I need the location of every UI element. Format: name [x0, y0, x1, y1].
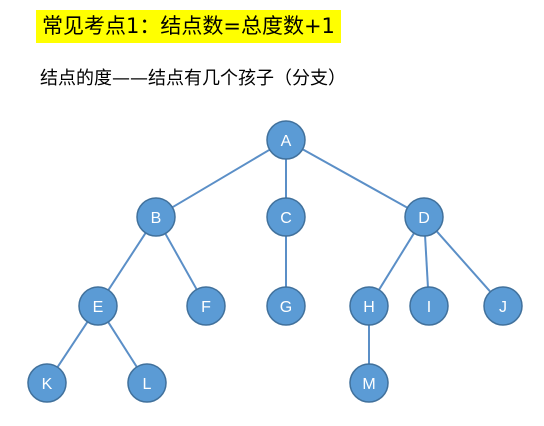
node-f-circle [186, 286, 226, 326]
node-h-label: H [363, 299, 375, 316]
node-m-circle [349, 363, 389, 403]
node-f-label: F [201, 299, 211, 316]
node-i-label: I [427, 299, 431, 316]
tree-edges [56, 148, 492, 368]
node-a-circle [266, 120, 306, 160]
tree-node-c: C [266, 197, 306, 237]
tree-node-j: J [483, 286, 523, 326]
tree-node-i: I [409, 286, 449, 326]
edge-a-b [171, 148, 271, 209]
tree-node-l: L [127, 363, 167, 403]
node-b-label: B [151, 210, 162, 227]
page-title: 常见考点1：结点数=总度数+1 [36, 10, 341, 43]
node-g-label: G [280, 299, 292, 316]
edge-d-h [378, 232, 415, 291]
node-j-label: J [499, 299, 507, 316]
node-d-label: D [418, 210, 430, 227]
tree-node-a: A [266, 120, 306, 160]
node-l-label: L [143, 376, 152, 393]
node-k-circle [27, 363, 67, 403]
edge-b-e [107, 232, 147, 291]
tree-node-f: F [186, 286, 226, 326]
tree-node-d: D [404, 197, 444, 237]
tree-node-h: H [349, 286, 389, 326]
page-subtitle: 结点的度——结点有几个孩子（分支） [40, 68, 346, 89]
node-d-circle [404, 197, 444, 237]
node-e-circle [78, 286, 118, 326]
node-g-circle [266, 286, 306, 326]
tree-node-k: K [27, 363, 67, 403]
node-b-circle [136, 197, 176, 237]
edge-a-d [302, 148, 408, 209]
tree-node-g: G [266, 286, 306, 326]
node-a-label: A [281, 133, 292, 150]
node-h-circle [349, 286, 389, 326]
edge-d-j [435, 230, 492, 293]
node-c-label: C [280, 210, 292, 227]
edge-e-l [107, 321, 138, 368]
node-i-circle [409, 286, 449, 326]
edge-b-f [164, 233, 198, 290]
node-j-circle [483, 286, 523, 326]
tree-node-b: B [136, 197, 176, 237]
node-c-circle [266, 197, 306, 237]
edge-d-i [424, 235, 429, 288]
node-m-label: M [362, 376, 375, 393]
tree-node-m: M [349, 363, 389, 403]
node-l-circle [127, 363, 167, 403]
node-e-label: E [93, 299, 104, 316]
edge-e-k [56, 321, 89, 368]
node-k-label: K [42, 376, 53, 393]
tree-node-e: E [78, 286, 118, 326]
tree-nodes: A B C D E F G H I J K L M [27, 120, 523, 403]
